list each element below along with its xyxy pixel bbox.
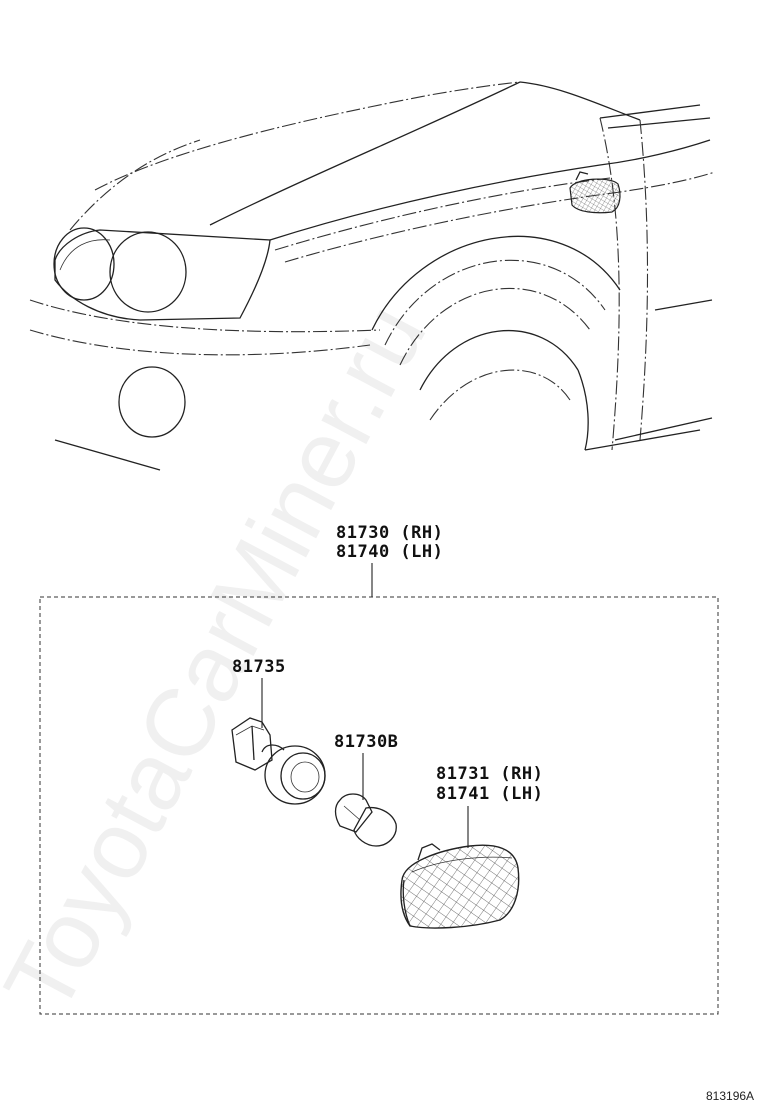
lens-part-number-lh: 81741 (LH) <box>436 784 543 804</box>
car-front-illustration <box>29 81 716 471</box>
lens-part-number-rh: 81731 (RH) <box>436 764 543 784</box>
figure-reference: 813196A <box>706 1089 754 1103</box>
watermark-text: ToyotaCarMiner.ru <box>0 287 447 1030</box>
assembly-part-number-rh: 81730 (RH) <box>336 523 443 543</box>
side-marker-lens-icon <box>400 843 520 929</box>
assembly-part-number-lh: 81740 (LH) <box>336 542 443 562</box>
assembly-box <box>39 596 719 1015</box>
socket-icon <box>231 717 326 805</box>
bulb-part-number: 81730B <box>334 732 398 752</box>
socket-part-number: 81735 <box>232 657 286 677</box>
fender-side-marker-icon <box>569 171 621 214</box>
bulb-icon <box>334 793 397 847</box>
